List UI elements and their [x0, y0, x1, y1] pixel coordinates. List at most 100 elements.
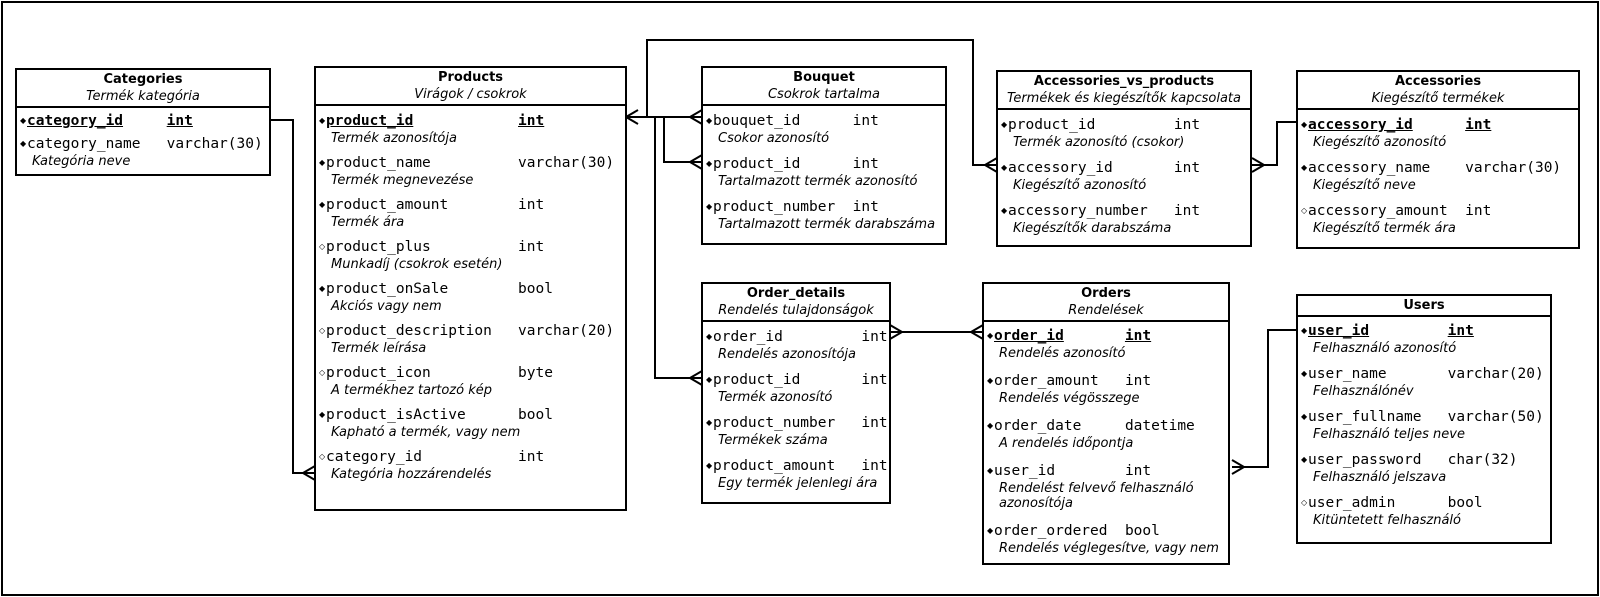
required-marker-icon: ◆ — [1301, 455, 1308, 464]
field-description: Termék azonosítója — [331, 131, 457, 146]
field-type: int — [852, 113, 879, 129]
field-description: Tartalmazott termék azonosító — [718, 174, 918, 189]
crowfoot-avp-side — [1251, 157, 1265, 173]
required-marker-icon: ◆ — [987, 421, 994, 430]
field-type: int — [518, 449, 545, 465]
field-description: Kiegészítő neve — [1313, 178, 1416, 193]
field-name: product_isActive — [326, 407, 466, 423]
entity-name: Products — [437, 70, 504, 85]
field-name: product_amount — [713, 458, 836, 474]
field-name: product_id — [1008, 117, 1096, 133]
optional-marker-icon: ◇ — [1301, 206, 1308, 215]
field-type: int — [518, 197, 545, 213]
required-marker-icon: ◆ — [319, 158, 326, 167]
field-type: varchar(30) — [518, 155, 615, 171]
field-description: Rendelés azonosítója — [718, 347, 856, 362]
field-description: Kiegészítő azonosító — [1013, 178, 1147, 193]
crowfoot-orders-user — [1231, 459, 1245, 475]
field-name: product_plus — [326, 239, 431, 255]
field-description: Akciós vagy nem — [331, 299, 442, 314]
field-name: category_name — [27, 136, 141, 152]
field-name: user_admin — [1308, 495, 1396, 511]
field-description: Termék azonosító — [718, 390, 833, 405]
field-name: user_fullname — [1308, 409, 1422, 425]
field-type: int — [1173, 203, 1201, 219]
field-name: product_id — [326, 113, 414, 129]
required-marker-icon: ◆ — [987, 331, 994, 340]
field-description: Felhasználó azonosító — [1313, 341, 1457, 356]
field-type: byte — [518, 365, 553, 381]
field-type: int — [1465, 203, 1492, 219]
required-marker-icon: ◆ — [319, 284, 326, 293]
field-name: accessory_id — [1308, 117, 1413, 133]
entity-name: Orders — [1081, 286, 1131, 301]
field-description: Termék leírása — [331, 341, 427, 356]
entity-description: Virágok / csokrok — [414, 87, 527, 102]
crowfoot-products-category — [302, 465, 316, 481]
field-row: product_amount int — [713, 456, 889, 476]
entity-name: Categories — [103, 72, 183, 87]
field-type: varchar(20) — [518, 323, 615, 339]
field-name: order_ordered — [994, 523, 1108, 539]
field-name: product_number — [713, 199, 836, 215]
required-marker-icon: ◆ — [706, 116, 713, 125]
field-name: product_number — [713, 415, 836, 431]
field-name: order_id — [713, 329, 783, 345]
required-marker-icon: ◆ — [706, 418, 713, 427]
required-marker-icon: ◆ — [1301, 326, 1308, 335]
field-description: Rendelést felvevő felhasználó azonosítój… — [999, 481, 1194, 511]
field-description: Kiegészítők darabszáma — [1013, 221, 1172, 236]
optional-marker-icon: ◇ — [319, 242, 326, 251]
required-marker-icon: ◆ — [1301, 120, 1308, 129]
field-type: int — [1173, 117, 1201, 133]
required-marker-icon: ◆ — [20, 116, 27, 125]
field-type: int — [861, 415, 888, 431]
field-description: Felhasználó jelszava — [1313, 470, 1447, 485]
required-marker-icon: ◆ — [987, 526, 994, 535]
required-marker-icon: ◆ — [1301, 412, 1308, 421]
entity-name: Bouquet — [793, 70, 855, 85]
crowfoot-bouquet-id — [689, 109, 703, 125]
field-type: char(32) — [1447, 452, 1518, 468]
field-type: int — [861, 458, 888, 474]
